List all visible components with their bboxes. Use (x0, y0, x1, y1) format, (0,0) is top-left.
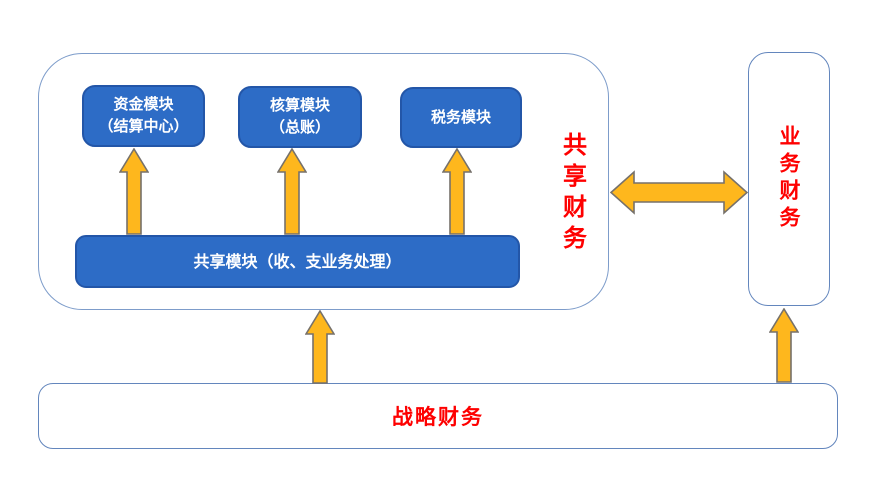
business-finance-label: 业务财务 (777, 125, 801, 233)
shared-finance-label: 共享财务 (558, 132, 587, 256)
tax-module-box: 税务模块 (400, 87, 522, 148)
accounting-module-box: 核算模块 （总账） (238, 86, 362, 148)
up-arrow-icon (277, 148, 307, 235)
strategic-finance-label: 战略财务 (392, 405, 484, 429)
funds-module-label-line1: 资金模块 (113, 95, 174, 114)
accounting-module-label-line2: （总账） (269, 118, 330, 136)
up-arrow-icon (769, 308, 799, 383)
up-arrow-icon (305, 310, 335, 384)
business-finance-box: 业务财务 (748, 52, 830, 306)
shared-module-box: 共享模块（收、支业务处理） (75, 235, 520, 288)
double-arrow-icon (610, 170, 748, 215)
up-arrow-icon (442, 148, 472, 235)
funds-module-label-line2: （结算中心） (98, 117, 189, 135)
strategic-finance-box: 战略财务 (38, 383, 838, 449)
tax-module-label-line1: 税务模块 (430, 107, 491, 126)
shared-module-label: 共享模块（收、支业务处理） (193, 251, 402, 271)
up-arrow-icon (119, 148, 149, 235)
funds-module-box: 资金模块 （结算中心） (82, 85, 205, 147)
accounting-module-label-line1: 核算模块 (269, 96, 330, 115)
